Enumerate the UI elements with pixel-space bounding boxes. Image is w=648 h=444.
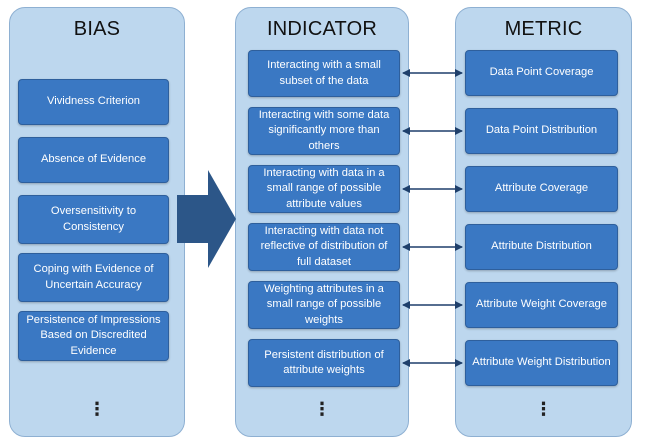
- indicator-box-small-subset: Interacting with a small subset of the d…: [248, 50, 400, 97]
- indicator-box-not-reflective-distribution: Interacting with data not reflective of …: [248, 223, 400, 271]
- bias-title: BIAS: [73, 18, 121, 40]
- metric-title: METRIC: [504, 18, 583, 40]
- bias-box-absence-of-evidence: Absence of Evidence: [18, 137, 169, 183]
- metric-box-attribute-distribution: Attribute Distribution: [465, 224, 618, 270]
- metric-box-attribute-weight-coverage: Attribute Weight Coverage: [465, 282, 618, 328]
- bias-to-indicator-arrow: [177, 170, 236, 268]
- indicator-more-ellipsis: ⋮: [313, 399, 331, 419]
- bias-box-oversensitivity-to-consistency: Oversensitivity to Consistency: [18, 195, 169, 244]
- metric-more-ellipsis: ⋮: [534, 399, 553, 419]
- metric-box-attribute-coverage: Attribute Coverage: [465, 166, 618, 212]
- metric-box-attribute-weight-distribution: Attribute Weight Distribution: [465, 340, 618, 386]
- indicator-box-small-range-values: Interacting with data in a small range o…: [248, 165, 400, 213]
- bias-more-ellipsis: ⋮: [88, 399, 106, 419]
- indicator-box-persistent-weights: Persistent distribution of attribute wei…: [248, 339, 400, 387]
- metric-box-data-point-coverage: Data Point Coverage: [465, 50, 618, 96]
- metric-box-data-point-distribution: Data Point Distribution: [465, 108, 618, 154]
- bias-box-persistence-of-impressions: Persistence of Impressions Based on Disc…: [18, 311, 169, 361]
- indicator-box-some-data-more: Interacting with some data significantly…: [248, 107, 400, 155]
- indicator-box-small-range-weights: Weighting attributes in a small range of…: [248, 281, 400, 329]
- indicator-title: INDICATOR: [267, 18, 377, 40]
- bias-box-coping-with-uncertain-accuracy: Coping with Evidence of Uncertain Accura…: [18, 253, 169, 302]
- bias-box-vividness-criterion: Vividness Criterion: [18, 79, 169, 125]
